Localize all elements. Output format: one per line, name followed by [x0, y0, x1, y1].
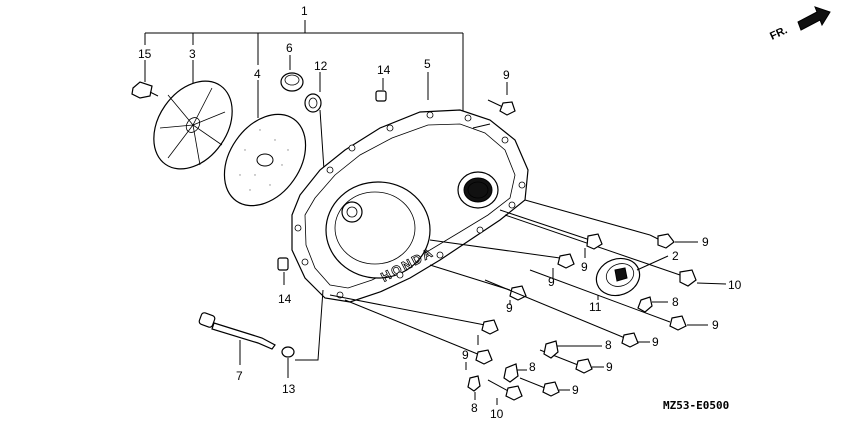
callout-9-lower: 9: [652, 335, 659, 349]
callout-8-center: 8: [529, 360, 536, 374]
callout-8-bottom: 8: [471, 401, 478, 415]
callout-8-mid: 8: [605, 338, 612, 352]
callout-15: 15: [138, 47, 152, 61]
callout-7: 7: [236, 369, 243, 383]
o-ring-13: [281, 289, 324, 378]
svg-text:9: 9: [462, 348, 469, 362]
dowel-pin-14-top: [375, 78, 387, 102]
callout-5: 5: [424, 57, 431, 71]
callout-9-right: 9: [702, 235, 709, 249]
callout-4: 4: [254, 67, 261, 81]
cap-11: [595, 255, 669, 300]
callout-9-right-lower: 9: [712, 318, 719, 332]
cap-6: [280, 55, 304, 92]
bolts: [329, 82, 727, 405]
group-bracket: [144, 20, 464, 120]
diagram-code: MZ53-E0500: [663, 399, 729, 412]
callout-1: 1: [301, 4, 308, 18]
callout-labels: 1 15 3 4 6 12 14 5 9 14 7 13 9 9 2 10 11…: [138, 4, 742, 421]
dowel-pin-14-lower: [277, 257, 289, 285]
callout-3: 3: [189, 47, 196, 61]
callout-12: 12: [314, 59, 328, 73]
callout-10-right: 10: [728, 278, 742, 292]
callout-9-bottom: 9: [572, 383, 579, 397]
filter-element-4: [223, 80, 307, 207]
callout-14-top: 14: [377, 63, 391, 77]
callout-9-mid-lower: 9: [606, 360, 613, 374]
callout-11: 11: [589, 300, 602, 314]
callout-10-bottom: 10: [490, 407, 504, 421]
callout-9-top: 9: [503, 68, 510, 82]
clamps-8: [467, 296, 668, 400]
callout-8-right: 8: [672, 295, 679, 309]
callout-6: 6: [286, 41, 293, 55]
callout-2: 2: [672, 249, 679, 263]
bolt-15: [131, 60, 159, 99]
front-direction-label: FR.: [768, 24, 789, 42]
svg-text:9: 9: [506, 301, 513, 315]
cover-plate-3: [153, 60, 233, 170]
svg-text:9: 9: [548, 275, 555, 289]
crankcase-cover-5: HONDA: [291, 72, 529, 303]
extra-labels: 9 9 9 9: [462, 275, 555, 362]
o-ring-12: [304, 72, 326, 186]
callout-14-lower: 14: [278, 292, 292, 306]
callout-9-mid: 9: [581, 260, 588, 274]
front-direction-arrow: FR.: [768, 6, 831, 43]
callout-13: 13: [282, 382, 296, 396]
dipstick-7: [198, 312, 276, 365]
